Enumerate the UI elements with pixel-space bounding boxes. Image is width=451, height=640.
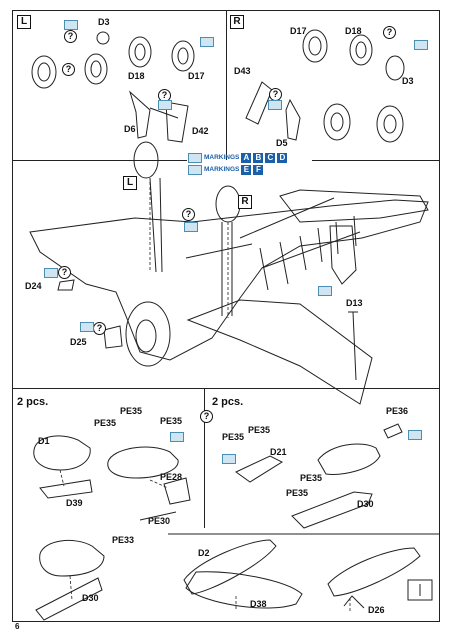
question-icon: ?: [200, 410, 213, 423]
marking-letter: B: [253, 152, 264, 163]
gear-left-marker: L: [123, 176, 137, 190]
question-icon: ?: [64, 30, 77, 43]
divider-top-right: [312, 160, 440, 161]
color-tag: [184, 222, 198, 232]
part-label-d3: D3: [98, 17, 110, 27]
part-label-d17: D17: [290, 26, 307, 36]
panel-right-marker: R: [230, 15, 244, 29]
part-label-d2: D2: [198, 548, 210, 558]
color-tag: [200, 37, 214, 47]
divider-top: [12, 160, 187, 161]
question-icon: ?: [93, 322, 106, 335]
part-label-d42: D42: [192, 126, 209, 136]
page-number: 6: [15, 622, 20, 631]
part-label-d30: D30: [82, 593, 99, 603]
part-label-d5: D5: [276, 138, 288, 148]
color-tag: [188, 164, 202, 175]
part-label-pe33: PE33: [112, 535, 135, 545]
part-label-pe35: PE35: [286, 488, 309, 498]
marking-letter: F: [253, 164, 264, 175]
color-tag: [64, 20, 78, 30]
color-tag: [188, 152, 202, 163]
part-label-pe36: PE36: [386, 406, 409, 416]
part-label-d6: D6: [124, 124, 136, 134]
question-icon: ?: [383, 26, 396, 39]
color-tag: [158, 100, 172, 110]
part-label-d26: D26: [368, 605, 385, 615]
part-label-d18: D18: [345, 26, 362, 36]
marking-letter: A: [241, 152, 252, 163]
part-label-pe35: PE35: [94, 418, 117, 428]
color-tag: [80, 322, 94, 332]
part-label-d21: D21: [270, 447, 287, 457]
question-icon: ?: [182, 208, 195, 221]
part-label-d30: D30: [357, 499, 374, 509]
marking-letter: E: [241, 164, 252, 175]
part-label-pe35: PE35: [248, 425, 271, 435]
part-label-d18: D18: [128, 71, 145, 81]
color-tag: [44, 268, 58, 278]
part-label-pe30: PE30: [148, 516, 171, 526]
question-icon: ?: [62, 63, 75, 76]
markings-label: MARKINGS: [204, 154, 240, 161]
part-label-d43: D43: [234, 66, 251, 76]
part-label-pe35: PE35: [300, 473, 323, 483]
panel-left-marker: L: [17, 15, 31, 29]
part-label-d17: D17: [188, 71, 205, 81]
quantity-right: 2 pcs.: [212, 396, 244, 408]
divider-bottom-vertical: [204, 388, 205, 528]
part-label-d38: D38: [250, 599, 267, 609]
part-label-d1: D1: [38, 436, 50, 446]
color-tag: [268, 100, 282, 110]
part-label-pe35: PE35: [222, 432, 245, 442]
question-icon: ?: [58, 266, 71, 279]
part-label-pe28: PE28: [160, 472, 183, 482]
marking-letter: C: [265, 152, 276, 163]
color-tag: [414, 40, 428, 50]
color-tag: [318, 286, 332, 296]
part-label-pe35: PE35: [120, 406, 143, 416]
color-tag: [170, 432, 184, 442]
color-tag: [408, 430, 422, 440]
part-label-d3: D3: [402, 76, 414, 86]
markings-label: MARKINGS: [204, 166, 240, 173]
gear-right-marker: R: [238, 195, 252, 209]
part-label-pe35: PE35: [160, 416, 183, 426]
part-label-d39: D39: [66, 498, 83, 508]
markings-legend: MARKINGS A B C D MARKINGS E F: [188, 152, 312, 175]
divider-top-vertical: [226, 10, 227, 160]
part-label-d13: D13: [346, 298, 363, 308]
marking-letter: D: [277, 152, 288, 163]
divider-bottom: [12, 388, 440, 389]
part-label-d25: D25: [70, 337, 87, 347]
color-tag: [222, 454, 236, 464]
part-label-d24: D24: [25, 281, 42, 291]
quantity-left: 2 pcs.: [17, 396, 49, 408]
